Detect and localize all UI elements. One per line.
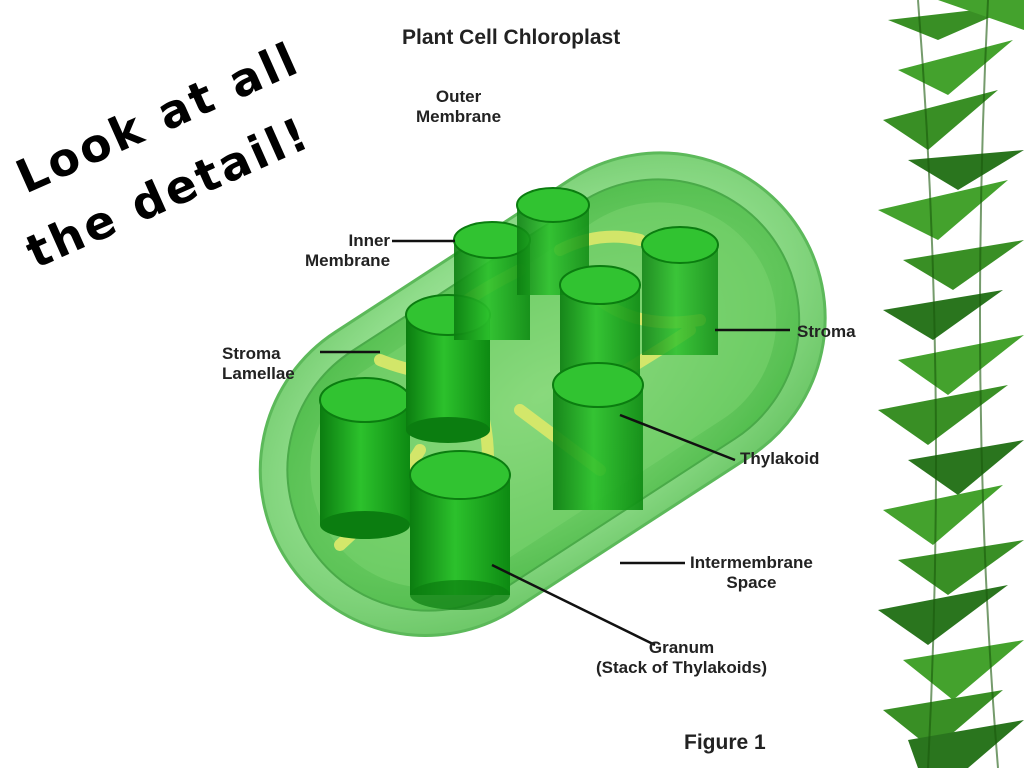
bamboo-leaves-decoration bbox=[878, 0, 1024, 768]
label-inner-membrane: Inner Membrane bbox=[305, 231, 391, 270]
figure-caption: Figure 1 bbox=[684, 731, 766, 754]
label-thylakoid: Thylakoid bbox=[740, 449, 820, 468]
granum-stack bbox=[409, 450, 511, 610]
diagram-title: Plant Cell Chloroplast bbox=[402, 26, 621, 49]
label-stroma-lamellae: Stroma Lamellae bbox=[222, 344, 295, 383]
label-granum: Granum (Stack of Thylakoids) bbox=[596, 638, 767, 677]
granum-stack bbox=[552, 362, 644, 510]
label-intermembrane-space: Intermembrane Space bbox=[690, 553, 813, 592]
chloroplast-diagram bbox=[258, 151, 827, 647]
label-outer-membrane: Outer Membrane bbox=[416, 87, 502, 126]
label-stroma: Stroma bbox=[797, 322, 856, 341]
granum-pointer bbox=[491, 563, 656, 647]
callout-text: Look at all the detail! bbox=[8, 31, 380, 290]
granum-stack bbox=[641, 226, 719, 355]
thylakoid-pointer bbox=[619, 413, 736, 462]
granum-stack bbox=[319, 377, 411, 539]
leader-lines bbox=[320, 239, 790, 647]
